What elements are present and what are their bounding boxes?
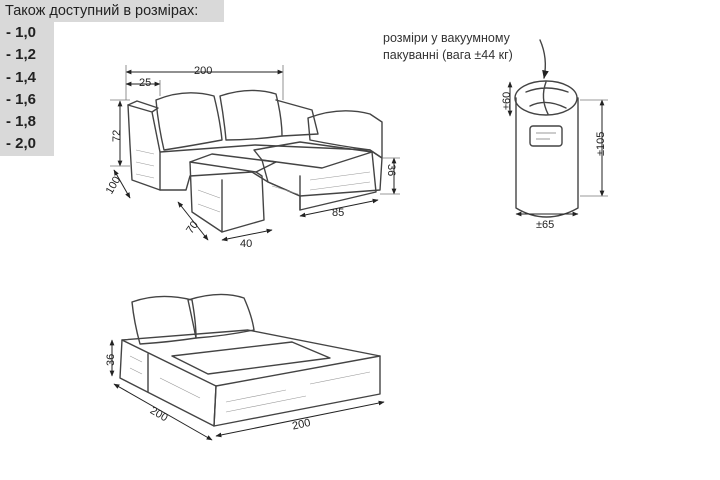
available-sizes-list: - 1,0 - 1,2 - 1,4 - 1,6 - 1,8 - 2,0 — [0, 22, 54, 156]
package-diameter-label: ±65 — [536, 219, 554, 231]
ottoman-width-label: 40 — [240, 238, 252, 250]
package-height-label: ±105 — [595, 132, 607, 156]
bed-width-label: 200 — [148, 405, 170, 425]
chaise-width-label: 85 — [332, 207, 344, 219]
bed-drawing: 36 200 200 — [105, 293, 385, 441]
sofa-drawing: 200 25 72 100 70 40 36 85 — [104, 65, 400, 250]
sofa-height-label: 72 — [111, 130, 123, 142]
vacuum-package-drawing: ±60 ±105 ±65 — [501, 39, 608, 231]
available-sizes-panel: Також доступний в розмірах: - 1,0 - 1,2 … — [0, 0, 224, 158]
size-item: - 1,4 — [6, 68, 37, 86]
size-item: - 1,8 — [6, 113, 37, 131]
vacuum-note-line-1: розміри у вакуумному — [383, 31, 510, 45]
size-item: - 1,6 — [6, 90, 37, 108]
sofa-left-armrest — [127, 104, 161, 191]
ottoman-depth-label: 70 — [184, 219, 201, 236]
package-top-label: ±60 — [501, 92, 513, 110]
vacuum-note-line-2: пакуванні (вага ±44 кг) — [383, 48, 513, 62]
sofa-chaise-seat — [253, 141, 373, 169]
size-item: - 1,2 — [6, 46, 37, 64]
size-item: - 2,0 — [6, 135, 37, 153]
package-label — [529, 125, 563, 147]
bed-height-label: 36 — [105, 354, 117, 366]
available-sizes-title: Також доступний в розмірах: — [0, 0, 224, 22]
sofa-base — [159, 144, 383, 197]
bed-pillow-right — [187, 293, 255, 339]
seat-height-label: 36 — [385, 164, 397, 176]
vacuum-package-note: розміри у вакуумному пакуванні (вага ±44… — [383, 30, 533, 64]
sofa-back-cushion-left — [155, 92, 223, 151]
size-item: - 1,0 — [6, 24, 37, 41]
sofa-back-cushion-right — [219, 89, 283, 141]
sofa-width-label: 200 — [194, 65, 212, 77]
package-top — [514, 80, 578, 116]
bed-length-label: 200 — [291, 417, 311, 433]
sofa-chaise-back — [307, 110, 383, 159]
sofa-ottoman — [189, 153, 277, 173]
sofa-arm-label: 25 — [139, 77, 151, 89]
sofa-depth-label: 100 — [104, 175, 124, 197]
